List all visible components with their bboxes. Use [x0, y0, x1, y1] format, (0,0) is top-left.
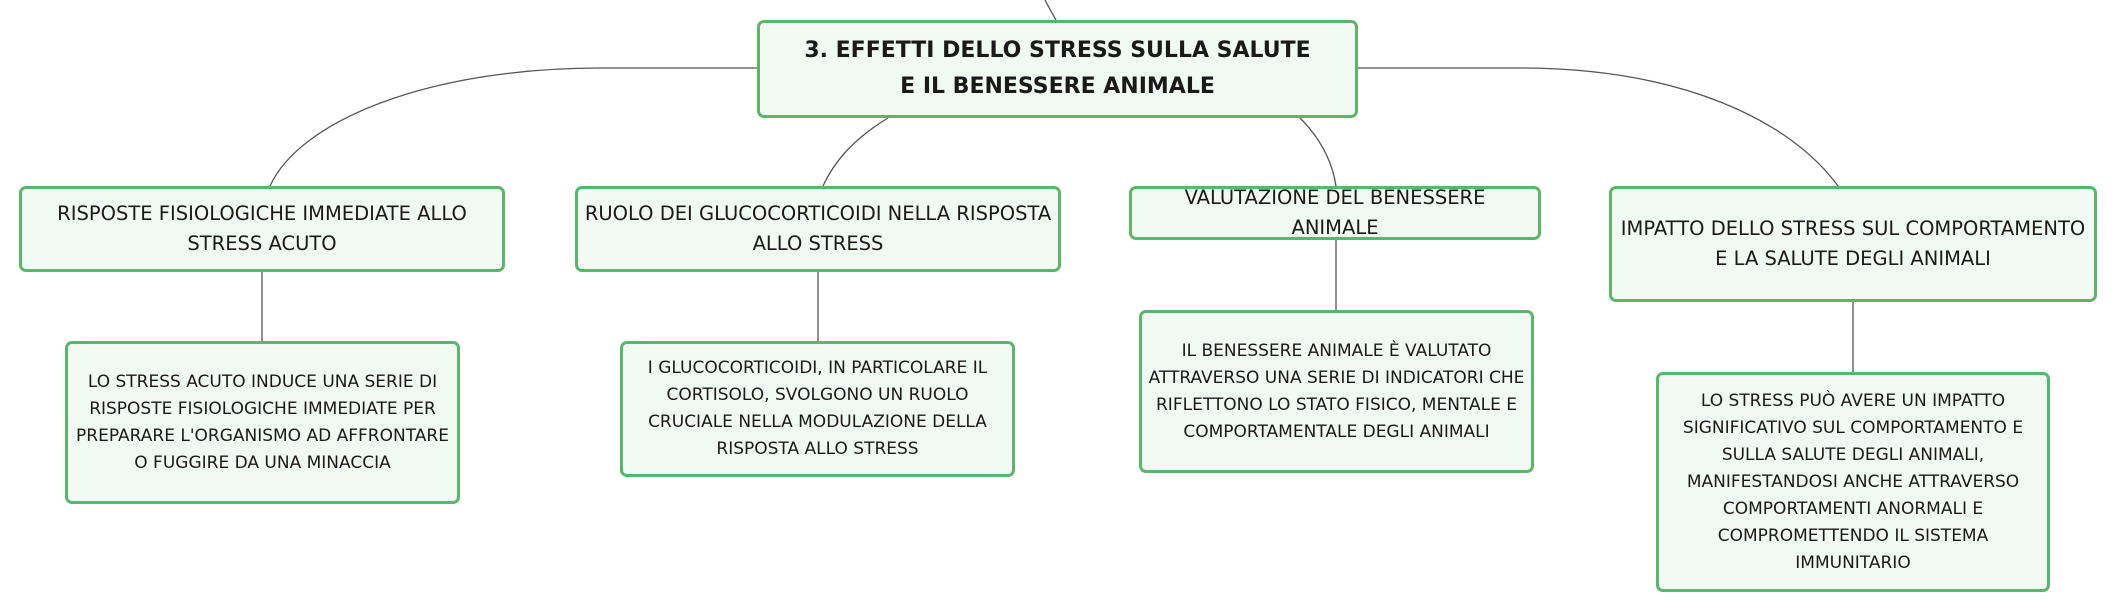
branch-topic-label: VALUTAZIONE DEL BENESSERE ANIMALE: [1184, 186, 1486, 239]
connector-parent-to-root: [1044, 0, 1057, 21]
connector-root-to-branch-3: [1299, 117, 1337, 187]
connector-root-to-branch-4: [1358, 67, 1839, 187]
central-topic-title: 3. EFFETTI DELLO STRESS SULLA SALUTE E I…: [804, 38, 1311, 99]
branch-topic-label: RUOLO DEI GLUCOCORTICOIDI NELLA RISPOSTA…: [584, 202, 1052, 255]
detail-node-physiological-responses[interactable]: LO STRESS ACUTO INDUCE UNA SERIE DI RISP…: [65, 341, 460, 504]
detail-text: LO STRESS ACUTO INDUCE UNA SERIE DI RISP…: [76, 371, 449, 473]
connector-root-to-branch-1: [269, 67, 757, 187]
branch-topic-glucocorticoids[interactable]: RUOLO DEI GLUCOCORTICOIDI NELLA RISPOSTA…: [575, 186, 1061, 272]
detail-node-glucocorticoids[interactable]: I GLUCOCORTICOIDI, IN PARTICOLARE IL COR…: [620, 341, 1015, 477]
branch-topic-label: IMPATTO DELLO STRESS SUL COMPORTAMENTO E…: [1620, 217, 2086, 270]
branch-topic-label: RISPOSTE FISIOLOGICHE IMMEDIATE ALLO STR…: [57, 202, 467, 255]
detail-node-stress-impact[interactable]: LO STRESS PUÒ AVERE UN IMPATTO SIGNIFICA…: [1656, 372, 2050, 592]
branch-topic-physiological-responses[interactable]: RISPOSTE FISIOLOGICHE IMMEDIATE ALLO STR…: [19, 186, 505, 272]
detail-text: IL BENESSERE ANIMALE È VALUTATO ATTRAVER…: [1148, 340, 1525, 442]
branch-topic-welfare-assessment[interactable]: VALUTAZIONE DEL BENESSERE ANIMALE: [1129, 186, 1541, 240]
detail-text: LO STRESS PUÒ AVERE UN IMPATTO SIGNIFICA…: [1682, 390, 2024, 573]
connector-root-to-branch-2: [822, 117, 889, 187]
branch-topic-stress-impact[interactable]: IMPATTO DELLO STRESS SUL COMPORTAMENTO E…: [1609, 186, 2097, 302]
detail-text: I GLUCOCORTICOIDI, IN PARTICOLARE IL COR…: [647, 358, 988, 459]
central-topic-node[interactable]: 3. EFFETTI DELLO STRESS SULLA SALUTE E I…: [757, 20, 1358, 118]
detail-node-welfare-assessment[interactable]: IL BENESSERE ANIMALE È VALUTATO ATTRAVER…: [1139, 310, 1534, 473]
